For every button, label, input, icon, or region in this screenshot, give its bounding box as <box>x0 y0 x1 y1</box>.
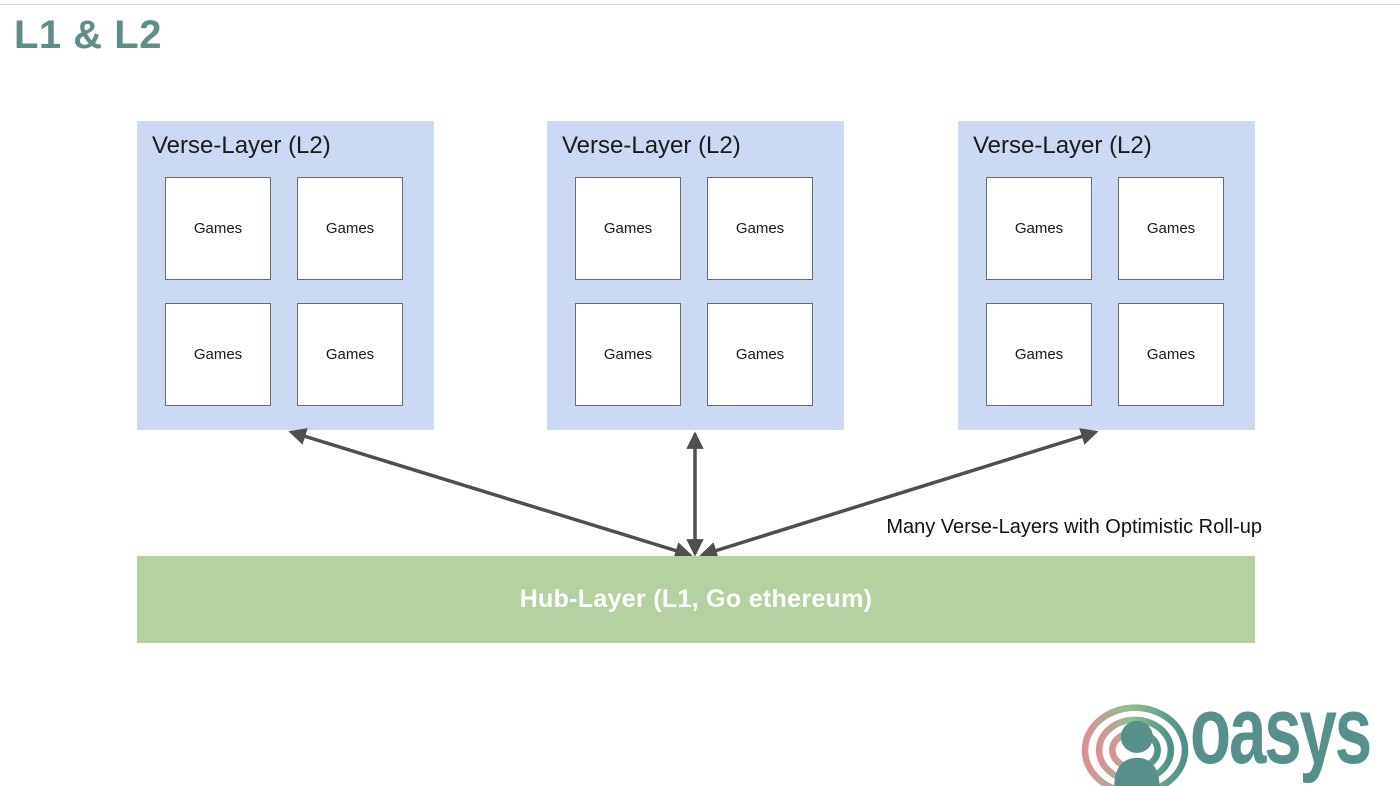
oasys-logo-icon <box>1081 704 1189 786</box>
verse-layer-box-2: Verse-Layer (L2) Games Games Games Games <box>547 121 844 430</box>
games-box: Games <box>986 303 1092 406</box>
games-box: Games <box>575 303 681 406</box>
hub-layer-bar: Hub-Layer (L1, Go ethereum) <box>137 556 1255 643</box>
games-box: Games <box>575 177 681 280</box>
games-box: Games <box>986 177 1092 280</box>
hub-layer-label: Hub-Layer (L1, Go ethereum) <box>519 585 873 613</box>
games-box: Games <box>707 177 813 280</box>
games-box: Games <box>165 177 271 280</box>
games-box: Games <box>707 303 813 406</box>
verse-layer-title: Verse-Layer (L2) <box>562 132 741 159</box>
games-grid: Games Games Games Games <box>575 177 813 406</box>
annotation-label: Many Verse-Layers with Optimistic Roll-u… <box>886 516 1262 538</box>
logo-person-shoulders <box>1114 757 1160 786</box>
page-title: L1 & L2 <box>14 13 162 57</box>
verse-layer-box-3: Verse-Layer (L2) Games Games Games Games <box>958 121 1255 430</box>
top-divider <box>0 4 1400 5</box>
logo-outer-ring <box>1081 704 1189 786</box>
games-box: Games <box>165 303 271 406</box>
oasys-wordmark: oasys <box>1190 677 1372 784</box>
games-grid: Games Games Games Games <box>986 177 1224 406</box>
arrow-left <box>288 428 693 559</box>
verse-layer-title: Verse-Layer (L2) <box>152 132 331 159</box>
verse-layer-box-1: Verse-Layer (L2) Games Games Games Games <box>137 121 434 430</box>
games-box: Games <box>297 177 403 280</box>
games-grid: Games Games Games Games <box>165 177 403 406</box>
logo-person-head <box>1120 720 1153 753</box>
games-box: Games <box>1118 303 1224 406</box>
verse-layer-title: Verse-Layer (L2) <box>973 132 1152 159</box>
games-box: Games <box>1118 177 1224 280</box>
games-box: Games <box>297 303 403 406</box>
